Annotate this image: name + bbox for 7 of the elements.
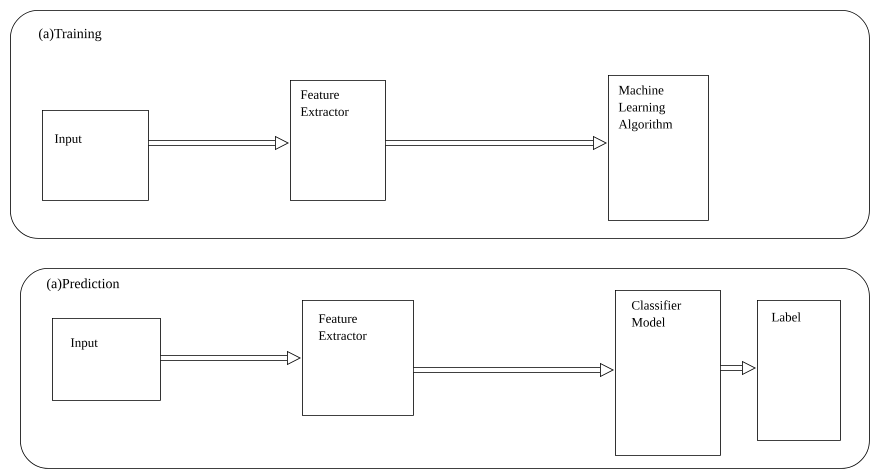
process-box: Classifier Model — [615, 290, 721, 456]
process-box: Machine Learning Algorithm — [608, 75, 709, 221]
process-box: Label — [757, 300, 841, 441]
process-box: Input — [52, 318, 161, 401]
process-box: Feature Extractor — [290, 80, 386, 201]
process-box: Input — [42, 110, 149, 201]
process-box: Feature Extractor — [302, 300, 414, 416]
